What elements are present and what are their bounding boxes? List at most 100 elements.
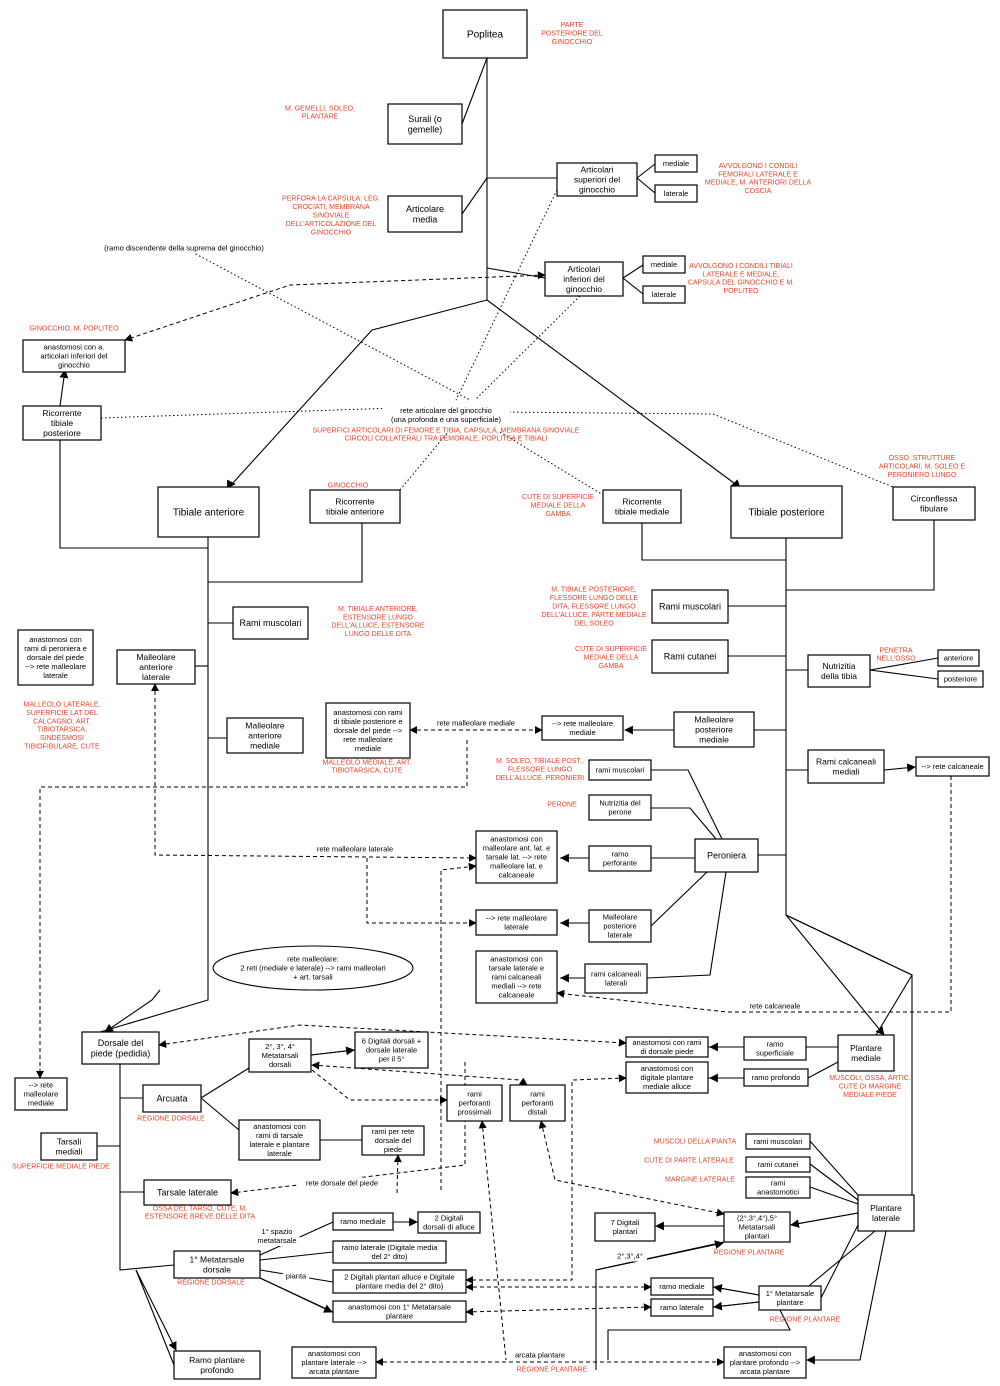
box-arcuata: Arcuata [142, 1084, 202, 1113]
note-n-ginocchio: GINOCCHIO [328, 482, 369, 489]
box-art-sup-med: mediale [654, 154, 698, 173]
note-n-cute-lat: CUTE DI PARTE LATERALE [644, 1157, 734, 1164]
box-ramo-mediale2: ramo mediale [650, 1277, 714, 1296]
svg-text:pianta: pianta [286, 1272, 307, 1281]
note-n-regione-plantare3: REGIONE PLANTARE [517, 1366, 588, 1373]
svg-text:ramo mediale: ramo mediale [340, 1217, 385, 1226]
box-anast-art-inf: anastomosi con a.articolari inferiori de… [22, 339, 126, 373]
svg-text:rete calcaneale: rete calcaneale [750, 1002, 801, 1011]
note-n-regione-plantare2: REGIONE PLANTARE [770, 1316, 841, 1323]
svg-text:rami cutanei: rami cutanei [758, 1160, 799, 1169]
box-nutr-ant: anteriore [937, 649, 980, 667]
box-tib-post: Tibiale posteriore [730, 485, 843, 539]
label-l-rete-calc: rete calcaneale [744, 1000, 806, 1012]
note-n-regione-plantare1: REGIONE PLANTARE [714, 1249, 785, 1256]
label-l-rete-mall-med: rete malleolare mediale [430, 717, 522, 729]
svg-text:rete dorsale del piede: rete dorsale del piede [306, 1179, 378, 1188]
box-art-inf-med: mediale [642, 255, 686, 274]
box-art-sup-lat: laterale [654, 184, 698, 203]
svg-text:(ramo discendente della suprem: (ramo discendente della suprema del gino… [104, 244, 264, 253]
svg-text:6 Digitali dorsali +dorsale la: 6 Digitali dorsali +dorsale lateraleper … [362, 1037, 422, 1064]
svg-text:Tarsale laterale: Tarsale laterale [157, 1188, 218, 1198]
note-n-ginocchio-popliteo: GINOCCHIO, M. POPLITEO [29, 325, 119, 332]
box-art-inf-lat: laterale [642, 285, 686, 304]
box-pl-rami-musc: rami muscolari [745, 1133, 811, 1150]
svg-text:Tibiale anteriore: Tibiale anteriore [173, 508, 245, 519]
box-peroniera: Peroniera [694, 838, 759, 873]
svg-text:anteriore: anteriore [944, 654, 974, 663]
svg-text:laterale: laterale [652, 290, 677, 299]
note-n-tib-post: M. TIBIALE POSTERIORE,FLESSORE LUNGO DEL… [541, 587, 647, 628]
svg-text:rete malleolare mediale: rete malleolare mediale [437, 719, 515, 728]
svg-text:posteriore: posteriore [944, 675, 977, 684]
note-n-perone: PERONE [547, 801, 577, 808]
note-n-regione-dorsale1: REGIONE DORSALE [137, 1115, 205, 1122]
svg-text:Rami muscolari: Rami muscolari [239, 618, 301, 628]
box-rami-musc-ant: Rami muscolari [232, 606, 309, 640]
box-ramo-mediale: ramo mediale [332, 1212, 394, 1231]
label-l-pianta: pianta [282, 1270, 310, 1282]
svg-text:ramo mediale: ramo mediale [659, 1282, 704, 1291]
label-l-rete-dors: rete dorsale del piede [298, 1177, 386, 1189]
box-tarsale-lat: Tarsale laterale [143, 1179, 232, 1206]
svg-text:rete malleolare:2 reti (medial: rete malleolare:2 reti (mediale e latera… [240, 955, 386, 982]
note-n-sup-med-piede: SUPERFICIE MEDIALE PIEDE [12, 1163, 110, 1170]
label-l-arcata: arcata plantare [509, 1349, 571, 1361]
note-n-margine-lat: MARGINE LATERALE [665, 1176, 735, 1183]
box-ramo-prof: ramo profondo [743, 1068, 809, 1087]
